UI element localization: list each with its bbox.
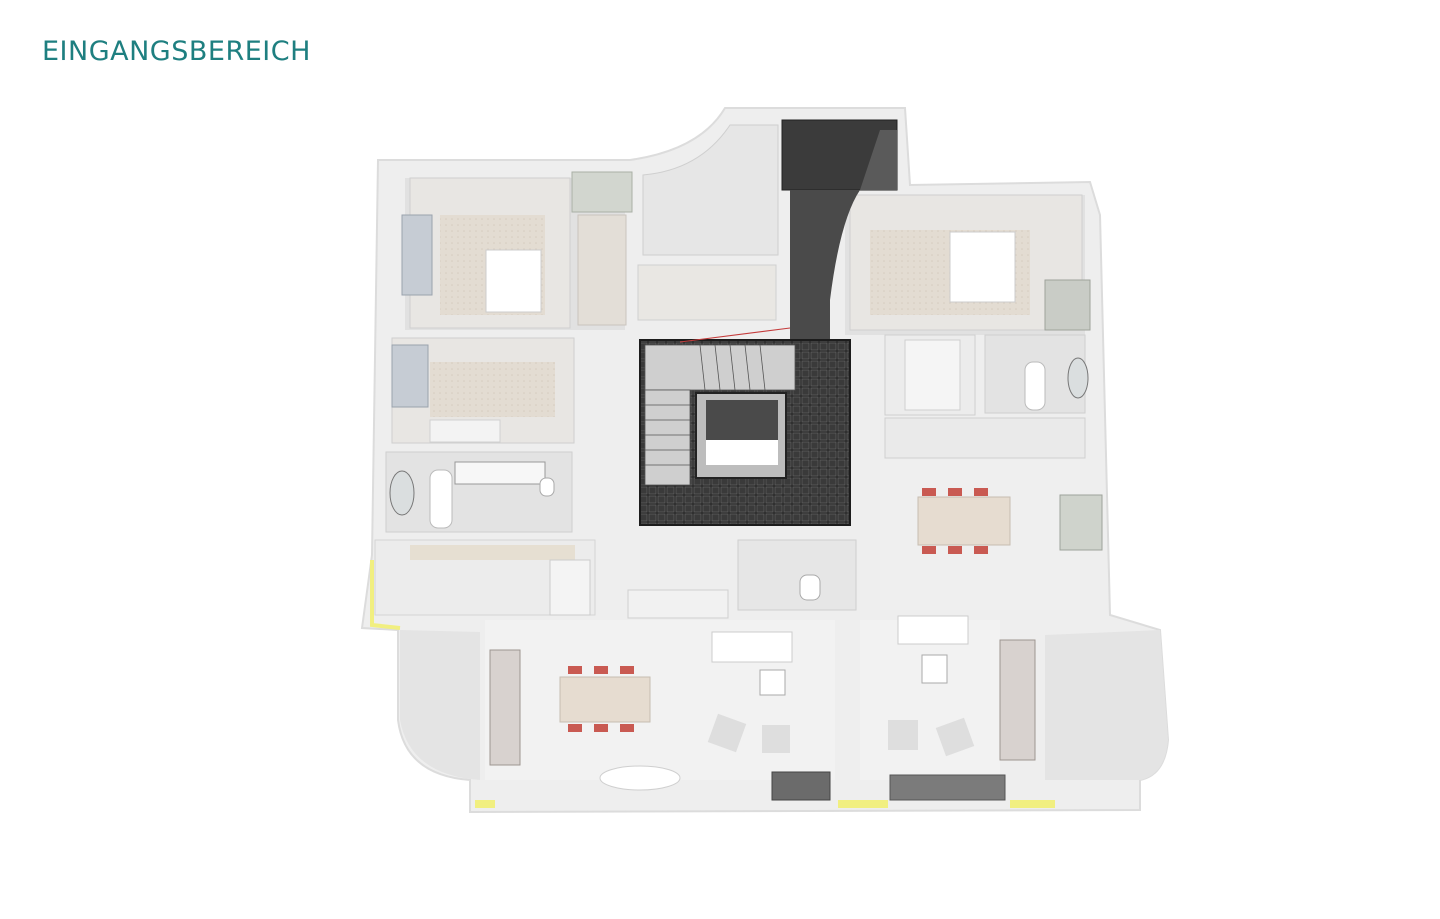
staircase-highlight [639,119,898,526]
room-living-left [485,620,835,791]
room-guest-wc [627,539,857,619]
page-title: EINGANGSBEREICH [42,36,311,67]
room-bathroom-left [385,451,573,533]
room-bedroom-mid-left [391,337,575,444]
room-dining-right [880,460,1103,610]
room-living-right [860,615,1036,780]
room-closet-right [884,334,1086,459]
room-bedroom-left [401,171,633,329]
balconies [400,630,1168,808]
room-hall-top [637,124,779,321]
room-bedroom-right [849,194,1091,331]
room-kitchen-left [370,539,596,630]
room-bathroom-right [984,334,1089,414]
